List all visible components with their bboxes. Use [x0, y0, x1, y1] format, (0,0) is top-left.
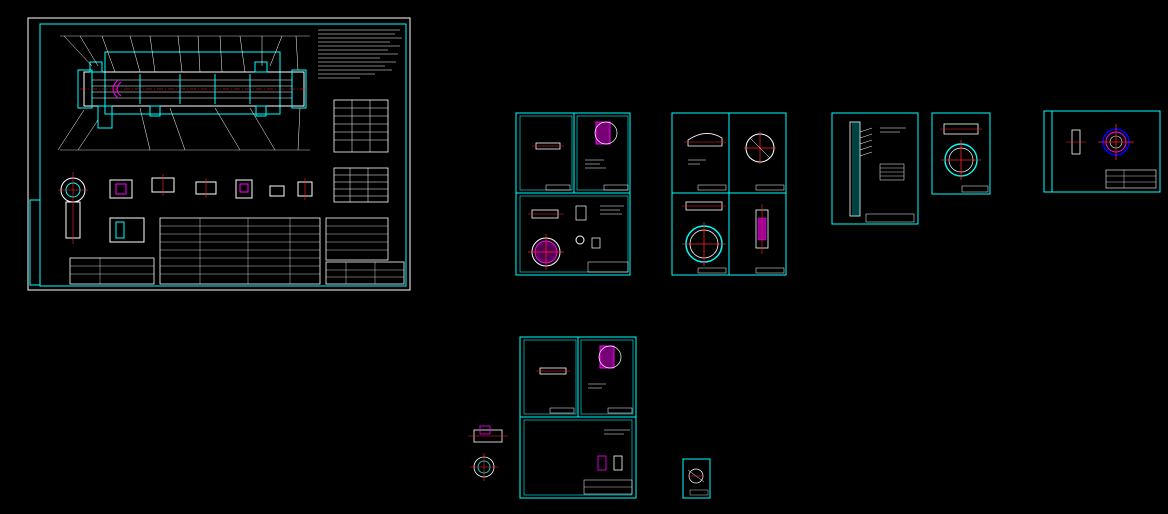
sheet-e-border: [1043, 110, 1161, 193]
sheet-group-a-hit-area[interactable]: [516, 113, 630, 275]
section-views: [58, 172, 313, 244]
sheet-inner-border: [39, 23, 407, 287]
sheet-group-a[interactable]: [515, 112, 631, 276]
nozzle-table: [333, 167, 389, 203]
sheet-group-b-hit-area[interactable]: [672, 113, 786, 275]
technical-notes: [318, 29, 402, 79]
sheet-assembly-hit-area[interactable]: [28, 18, 410, 290]
exchanger-elevation-view: [57, 35, 310, 151]
sheet-e-hit-area[interactable]: [1044, 111, 1160, 192]
binding-strip: [29, 199, 41, 286]
sheet-assembly[interactable]: [27, 17, 411, 291]
title-block: [325, 261, 405, 285]
design-data-table: [333, 99, 389, 153]
sheet-e[interactable]: [1043, 110, 1161, 193]
sheet-d-hit-area[interactable]: [932, 113, 990, 194]
sheet-group-f-hit-area[interactable]: [520, 337, 636, 498]
sheet-d[interactable]: [931, 112, 991, 195]
parts-list: [69, 217, 389, 285]
group-a-border: [515, 112, 631, 276]
sheet-g-hit-area[interactable]: [683, 459, 710, 498]
sheet-d-border: [931, 112, 991, 195]
sheet-outer-border: [27, 17, 411, 291]
sheet-group-f[interactable]: [519, 336, 637, 499]
sheet-c-hit-area[interactable]: [832, 113, 918, 224]
sheet-c-border: [831, 112, 919, 225]
loose-detail-flange[interactable]: [468, 425, 508, 481]
sheet-group-b[interactable]: [671, 112, 787, 276]
sheet-c[interactable]: [831, 112, 919, 225]
sheet-g[interactable]: [682, 458, 711, 499]
sheet-g-border: [682, 458, 711, 499]
